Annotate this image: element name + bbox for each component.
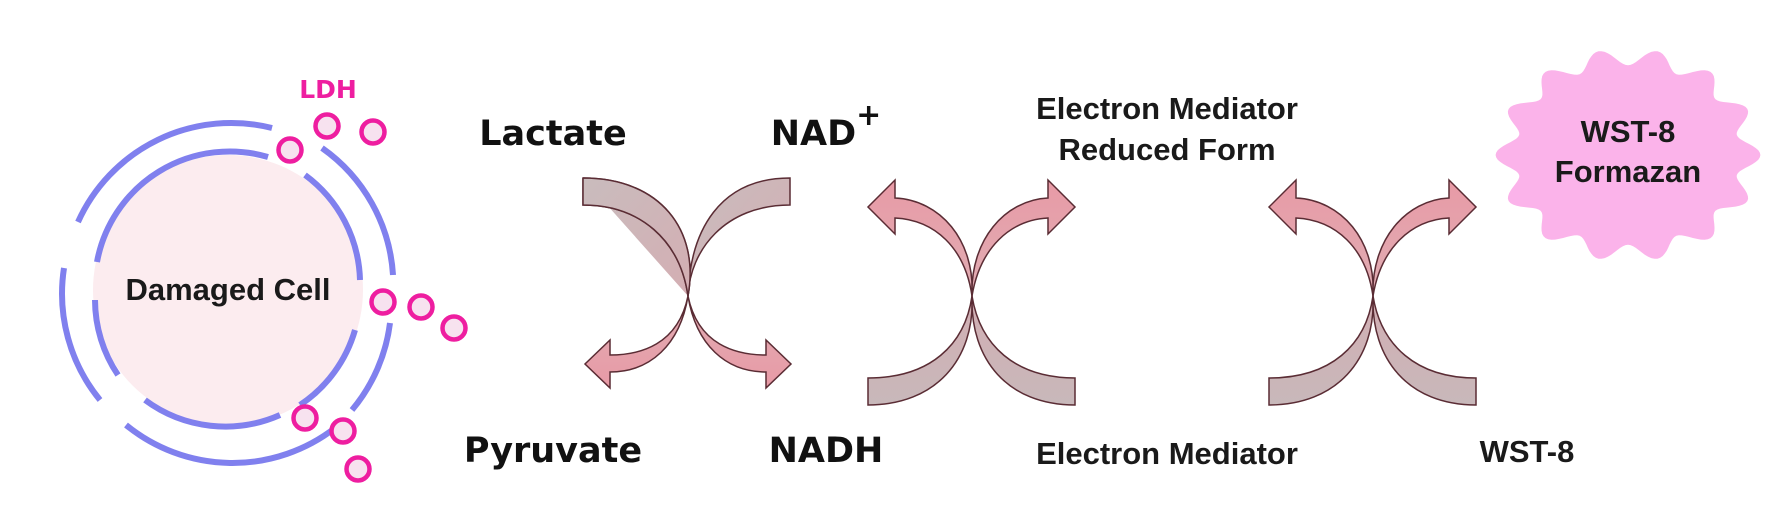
- cell-body: [93, 155, 363, 425]
- arrow-to-formazan: [1372, 178, 1478, 297]
- ldh-molecule: [344, 455, 372, 483]
- nadh-label: NADH: [769, 431, 884, 471]
- mediator-reduced-label: Electron Mediator: [1036, 91, 1298, 126]
- ldh-molecule: [407, 293, 435, 321]
- reaction-1: Lactate NAD+ Pyruvate NADH: [464, 98, 883, 471]
- formazan-label-line2: Formazan: [1555, 154, 1701, 189]
- ldh-molecule: [329, 417, 357, 445]
- damaged-cell: Damaged Cell: [59, 119, 396, 466]
- arrow-nad-band: [687, 177, 791, 297]
- lactate-label: Lactate: [479, 114, 627, 154]
- ldh-molecule: [291, 404, 319, 432]
- ldh-molecule: [369, 288, 397, 316]
- arrow-lactate-band-fill: [582, 177, 691, 297]
- arrow-to-nadh: [687, 295, 793, 390]
- arrow-to-mediator-reduced: [971, 178, 1077, 297]
- cell-outer-membrane: [59, 119, 396, 466]
- arrow-wst8-band: [1372, 295, 1477, 406]
- ldh-label: LDH: [299, 75, 357, 104]
- arrow-to-nad: [866, 178, 973, 297]
- formazan-label-line1: WST-8: [1581, 114, 1676, 149]
- reaction-2: Electron Mediator Reduced Form Electron …: [866, 91, 1298, 471]
- arrow-to-mediator-reduced-2: [1267, 178, 1374, 297]
- arrow-to-pyruvate: [583, 295, 689, 390]
- ldh-molecule: [276, 136, 304, 164]
- ldh-molecule: [313, 112, 341, 140]
- ldh-molecule: [359, 118, 387, 146]
- formazan-badge: WST-8 Formazan: [1495, 51, 1761, 259]
- cell-inner-membrane: [92, 148, 363, 430]
- arrow-nadh-band: [867, 295, 973, 406]
- nad-label: NAD+: [771, 98, 882, 154]
- wst8-label: WST-8: [1480, 434, 1575, 469]
- mediator-reduced-label-line2: Reduced Form: [1058, 132, 1275, 167]
- arrow-mediator-band: [971, 295, 1076, 406]
- reaction-3: WST-8 WST-8 Formazan: [1267, 51, 1761, 469]
- cell-label: Damaged Cell: [125, 272, 330, 307]
- pyruvate-label: Pyruvate: [464, 431, 642, 471]
- mediator-label: Electron Mediator: [1036, 436, 1298, 471]
- arrow-mediator-band-2: [1268, 295, 1374, 406]
- ldh-molecule: [440, 314, 468, 342]
- starburst-shape: [1495, 51, 1761, 259]
- ldh-molecules: LDH: [276, 75, 468, 483]
